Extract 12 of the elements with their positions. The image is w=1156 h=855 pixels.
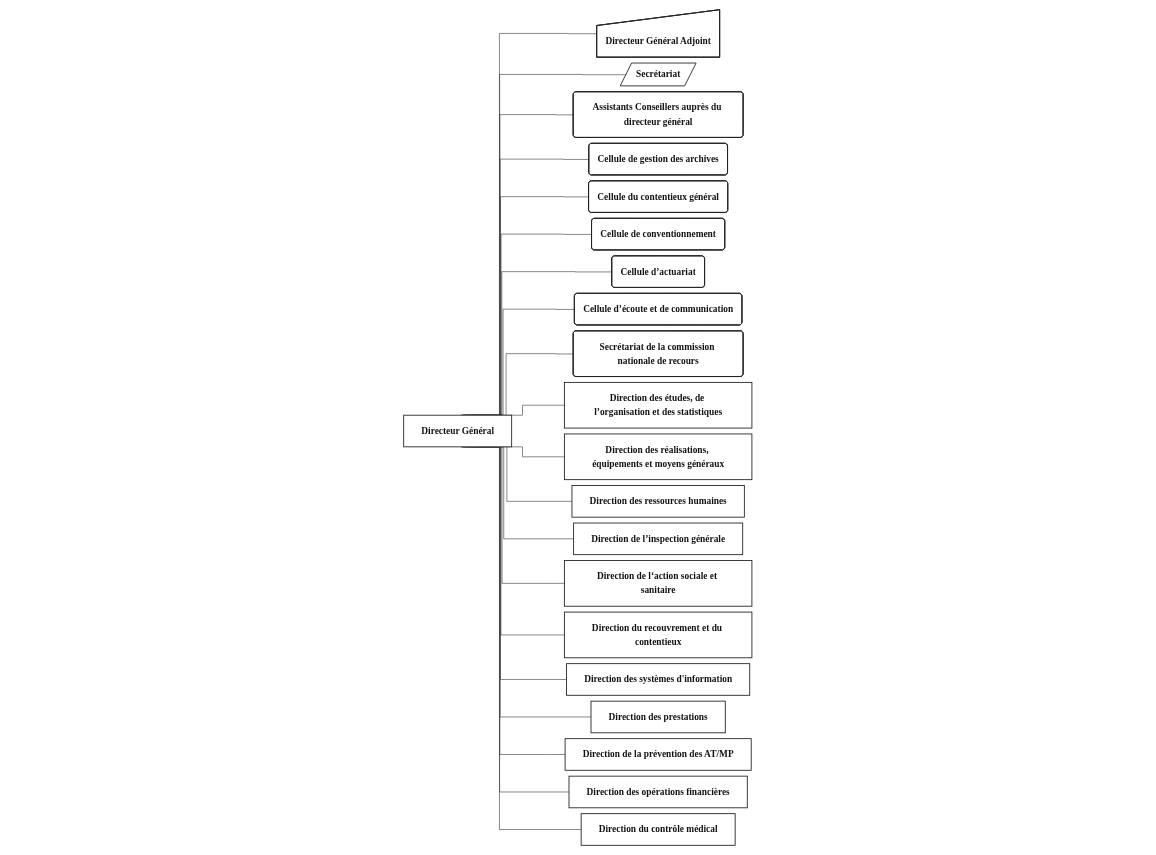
node-box: Direction de l‘action sociale et sanitaire: [564, 560, 753, 607]
node-box: Direction des réalisations, équipements et moyens généraux: [564, 433, 753, 481]
node-box: Direction des ressources humaines: [571, 485, 745, 518]
node-box: Direction du contrôle médical: [580, 813, 736, 846]
node-box: Direction des opérations financières: [568, 775, 748, 809]
node-box: Direction des études, de l’organisation et des statistiques: [564, 381, 753, 429]
node-box: Directeur Général: [403, 414, 513, 448]
node-box: Direction de l’inspection générale: [573, 522, 744, 556]
node-box: Direction des prestations: [590, 700, 726, 734]
node-box: Direction de la prévention des AT/MP: [564, 738, 752, 771]
node-box: Direction des systèmes d'information: [566, 663, 751, 696]
node-box: Direction du recouvrement et du contentieux: [564, 611, 753, 659]
